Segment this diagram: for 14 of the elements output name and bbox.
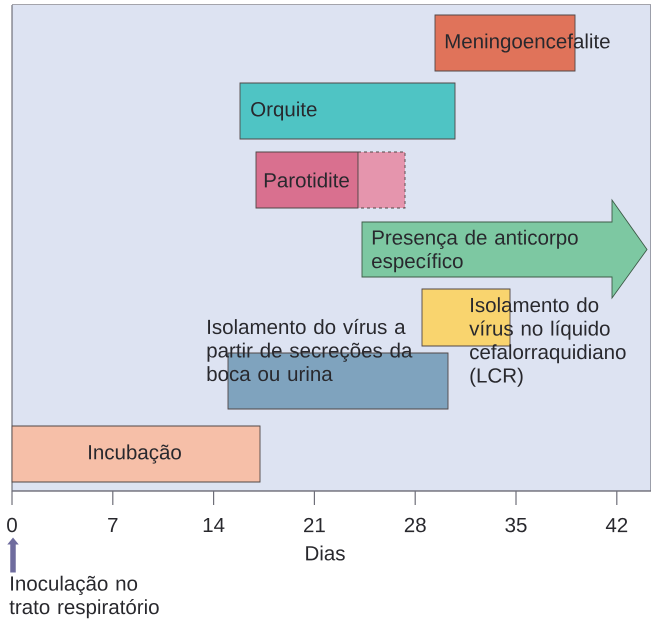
- bar: Parotidite: [256, 152, 406, 208]
- bar: Incubação: [12, 426, 260, 482]
- annotation-text: Inoculação no trato respiratório: [10, 576, 159, 618]
- tick-label: 7: [108, 518, 118, 532]
- tick-label: 14: [204, 518, 224, 532]
- tick-label: 28: [404, 518, 426, 532]
- tick-label: 42: [606, 518, 628, 532]
- node-label: Isolamento do vírus a: [208, 318, 406, 334]
- tick-label: 35: [505, 518, 527, 532]
- node-label: cefalorraquidiano (LCR): [470, 344, 626, 387]
- bar: Orquite: [240, 82, 456, 140]
- tick-label: 21: [304, 518, 325, 532]
- tick-label: 0: [7, 518, 17, 532]
- axis-title: Dias: [306, 545, 345, 561]
